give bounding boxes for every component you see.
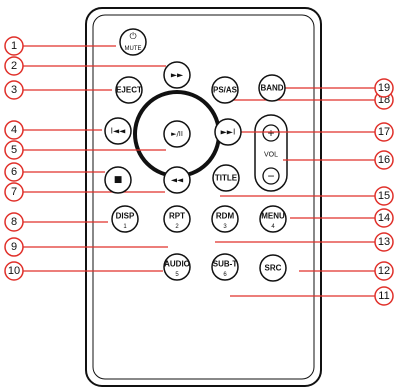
volume-label: VOL <box>264 152 278 159</box>
callout-number-14: 14 <box>378 212 390 224</box>
callout-circle-6 <box>4 162 24 182</box>
callout-number-8: 8 <box>11 216 17 228</box>
callout-number-19: 19 <box>378 82 390 94</box>
callout-number-9: 9 <box>11 241 17 253</box>
callout-number-11: 11 <box>378 290 389 302</box>
menu-button-label: MENU <box>261 212 285 221</box>
callout-circle-11 <box>374 286 394 306</box>
disp-button-number: 1 <box>123 224 127 230</box>
rpt-button-number: 2 <box>175 224 179 230</box>
callout-number-3: 3 <box>11 84 17 96</box>
rpt-button[interactable] <box>163 205 191 233</box>
sub-t-button-number: 6 <box>223 272 227 278</box>
menu-button[interactable] <box>259 205 287 233</box>
disp-button-label: DISP <box>116 212 135 221</box>
callout-circle-9 <box>4 237 24 257</box>
callout-circle-5 <box>4 140 24 160</box>
play-pause-icon: ►/II <box>171 130 183 138</box>
next-track-button[interactable] <box>214 118 242 146</box>
previous-track-icon: I◄◄ <box>111 127 127 136</box>
volume-down-icon: − <box>267 169 274 183</box>
callout-circle-2 <box>4 56 24 76</box>
callout-number-5: 5 <box>11 144 17 156</box>
sub-t-button[interactable] <box>211 253 239 281</box>
rpt-button-label: RPT <box>169 212 185 221</box>
remote-inner-shell <box>92 14 315 380</box>
title-button-label: TITLE <box>215 174 238 183</box>
callout-number-13: 13 <box>378 236 390 248</box>
fast-forward-icon: ►► <box>171 71 184 80</box>
eject-button-label: EJECT <box>116 86 142 95</box>
fast-forward-button[interactable] <box>163 61 191 89</box>
mute-button[interactable] <box>119 28 147 56</box>
callout-circle-10 <box>4 261 24 281</box>
power-icon: ⏻ <box>129 31 136 42</box>
rewind-icon: ◄◄ <box>171 176 184 185</box>
callout-number-15: 15 <box>378 190 390 202</box>
ps-as-button-label: PS/AS <box>213 86 238 95</box>
callout-number-17: 17 <box>378 126 390 138</box>
rdm-button-label: RDM <box>216 212 235 221</box>
audio-button[interactable] <box>163 253 191 281</box>
callout-circle-7 <box>4 182 24 202</box>
callout-circle-16 <box>374 150 394 170</box>
disp-button[interactable] <box>111 205 139 233</box>
callout-number-12: 12 <box>378 265 390 277</box>
callout-circle-3 <box>4 80 24 100</box>
callout-circle-15 <box>374 186 394 206</box>
rdm-button-number: 3 <box>223 224 227 230</box>
audio-button-label: AUDIO <box>164 260 190 269</box>
volume-down-button[interactable] <box>262 167 280 185</box>
rewind-button[interactable] <box>163 166 191 194</box>
callout-number-1: 1 <box>11 40 17 52</box>
callout-circle-1 <box>4 36 24 56</box>
title-button[interactable] <box>212 164 240 192</box>
band-button[interactable] <box>258 74 286 102</box>
callout-number-6: 6 <box>11 166 17 178</box>
volume-up-button[interactable] <box>262 124 280 142</box>
src-button[interactable] <box>259 254 287 282</box>
previous-track-button[interactable] <box>104 117 132 145</box>
callout-circle-13 <box>374 232 394 252</box>
callout-circle-14 <box>374 208 394 228</box>
play-pause-button[interactable] <box>163 120 191 148</box>
next-track-icon: ►►I <box>221 128 236 137</box>
mute-button-label: MUTE <box>125 46 142 52</box>
volume-up-icon: + <box>267 126 274 140</box>
stop-button[interactable] <box>104 166 132 194</box>
ps-as-button[interactable] <box>211 76 239 104</box>
callout-number-10: 10 <box>8 265 20 277</box>
stop-icon: ■ <box>114 175 123 185</box>
rdm-button[interactable] <box>211 205 239 233</box>
remote-outer-shell <box>85 7 322 387</box>
callout-circle-12 <box>374 261 394 281</box>
callout-lines <box>22 45 377 297</box>
callout-circle-17 <box>374 122 394 142</box>
callout-number-4: 4 <box>11 124 17 136</box>
sub-t-button-label: SUB-T <box>213 260 238 269</box>
callout-circle-8 <box>4 212 24 232</box>
callout-number-2: 2 <box>11 60 17 72</box>
src-button-label: SRC <box>265 264 282 273</box>
eject-button[interactable] <box>115 76 143 104</box>
menu-button-number: 4 <box>271 224 275 230</box>
callout-circle-19 <box>374 78 394 98</box>
callout-circle-4 <box>4 120 24 140</box>
audio-button-number: 5 <box>175 272 179 278</box>
callout-number-7: 7 <box>11 186 17 198</box>
band-button-label: BAND <box>260 84 283 93</box>
callout-number-16: 16 <box>378 154 390 166</box>
